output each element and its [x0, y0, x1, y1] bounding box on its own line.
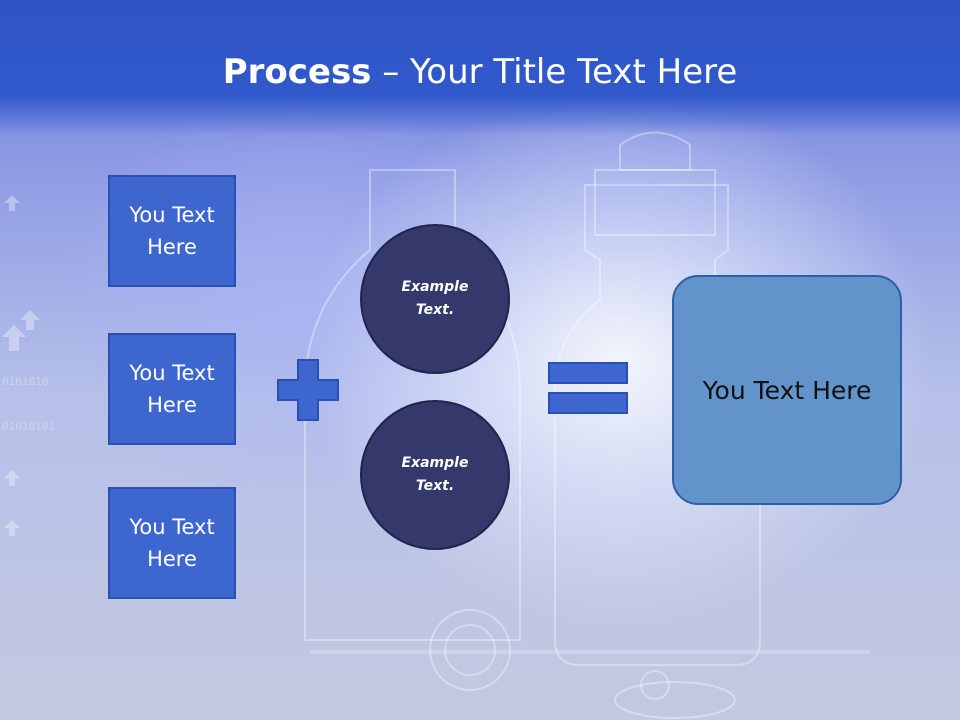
svg-text:0101010: 0101010 — [2, 375, 48, 388]
example-circle-2[interactable]: Example Text. — [360, 400, 510, 550]
equals-icon — [548, 362, 628, 414]
input-box-2[interactable]: You Text Here — [108, 333, 236, 445]
title-rest: – Your Title Text Here — [371, 52, 738, 92]
page-title: Process – Your Title Text Here — [0, 52, 960, 92]
title-strong: Process — [222, 52, 372, 92]
svg-text:01010101: 01010101 — [2, 420, 55, 433]
example-circle-1[interactable]: Example Text. — [360, 224, 510, 374]
plus-icon — [277, 359, 339, 421]
result-box[interactable]: You Text Here — [672, 275, 902, 505]
input-box-1[interactable]: You Text Here — [108, 175, 236, 287]
input-box-3[interactable]: You Text Here — [108, 487, 236, 599]
title-bar — [0, 0, 960, 135]
